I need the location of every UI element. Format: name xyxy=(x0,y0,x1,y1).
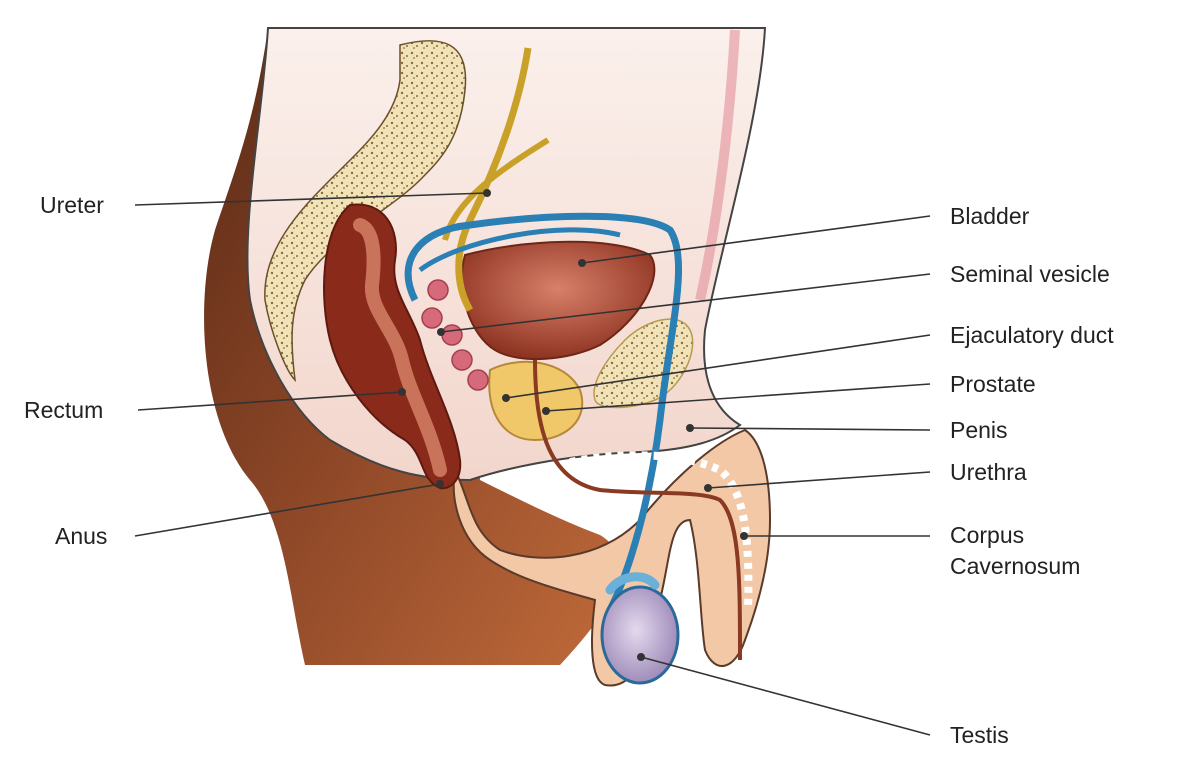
leader-ureter xyxy=(134,192,488,206)
leader-testis xyxy=(640,656,931,736)
leader-ejaculatory-duct xyxy=(505,334,931,399)
label-ureter: Ureter xyxy=(40,192,104,218)
corpus-cavernosum-tissue xyxy=(569,451,753,611)
leader-prostate xyxy=(545,383,931,412)
leader-lines xyxy=(134,192,931,736)
leader-urethra xyxy=(707,471,931,489)
label-urethra: Urethra xyxy=(950,459,1027,485)
label-bladder: Bladder xyxy=(950,203,1030,229)
seminal-vesicle-organ xyxy=(421,279,489,391)
abdominal-wall xyxy=(695,29,740,302)
vas-deferens-2 xyxy=(418,227,621,273)
label-rectum: Rectum xyxy=(24,397,104,423)
leader-dots xyxy=(398,189,748,661)
bladder-organ xyxy=(460,240,656,360)
leader-rectum xyxy=(137,391,403,411)
label-corpus-line1: Corpus xyxy=(950,522,1025,548)
testis-organ xyxy=(600,585,680,685)
rectum-lumen xyxy=(353,218,447,477)
label-penis: Penis xyxy=(950,417,1008,443)
urethra-tube xyxy=(533,359,742,661)
leader-seminal-vesicle xyxy=(440,273,931,333)
label-corpus-line2: Cavernosum xyxy=(950,553,1081,579)
leader-penis xyxy=(689,427,931,431)
label-testis: Testis xyxy=(950,722,1009,748)
label-ejaculatory-duct: Ejaculatory duct xyxy=(950,322,1114,348)
label-seminal-vesicle: Seminal vesicle xyxy=(950,261,1110,287)
leader-anus xyxy=(134,483,441,537)
ureter-tube xyxy=(455,47,532,312)
label-corpus-cavernosum: Corpus Cavernosum xyxy=(950,520,1080,582)
label-anus: Anus xyxy=(55,523,108,549)
epididymis xyxy=(605,572,660,595)
leader-bladder xyxy=(581,215,931,264)
label-prostate: Prostate xyxy=(950,371,1036,397)
